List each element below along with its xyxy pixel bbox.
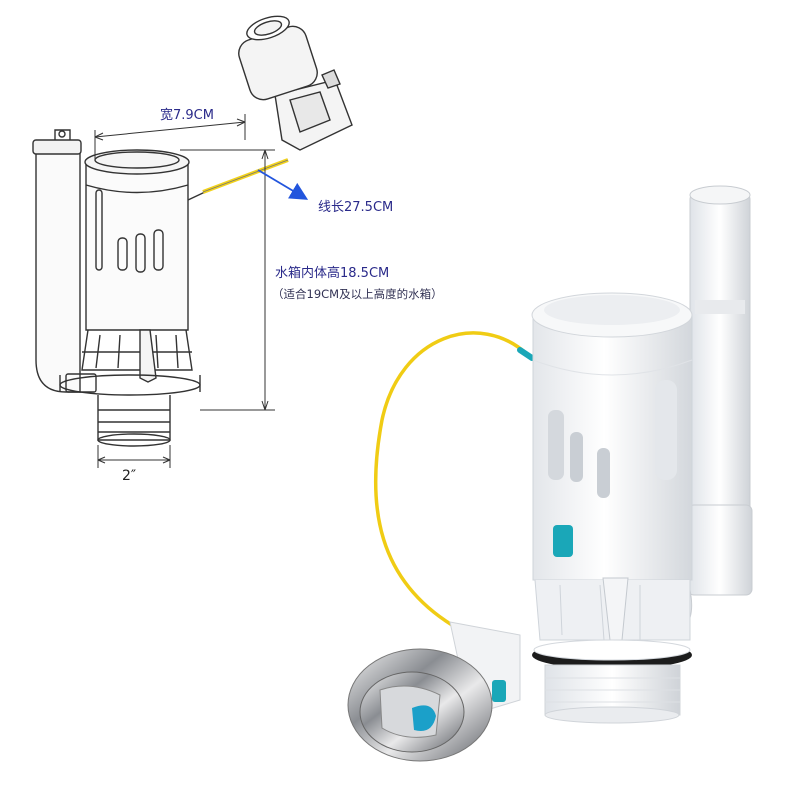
width-label: 宽7.9CM xyxy=(160,108,214,123)
overflow-tube-outline xyxy=(35,149,81,393)
dimension-lines xyxy=(94,114,275,468)
photo-cable xyxy=(373,331,530,627)
valve-body-outline xyxy=(85,162,189,331)
valve-body xyxy=(531,292,693,724)
cable-length-label: 线长27.5CM xyxy=(318,200,394,215)
photo-push-button xyxy=(347,621,521,762)
outlet-size-label: 2″ xyxy=(122,468,137,484)
width-dimension-line xyxy=(94,121,246,138)
blue-tab-accent xyxy=(553,525,573,557)
drawing-push-button xyxy=(238,15,353,151)
tank-height-note: （适合19CM及以上高度的水箱） xyxy=(272,287,443,301)
line-drawing xyxy=(32,129,206,447)
push-button-blue-icon xyxy=(412,705,436,732)
cable-pointer-arrow xyxy=(257,169,309,200)
product-photo xyxy=(347,185,753,762)
tank-height-label: 水箱内体高18.5CM xyxy=(275,266,390,281)
